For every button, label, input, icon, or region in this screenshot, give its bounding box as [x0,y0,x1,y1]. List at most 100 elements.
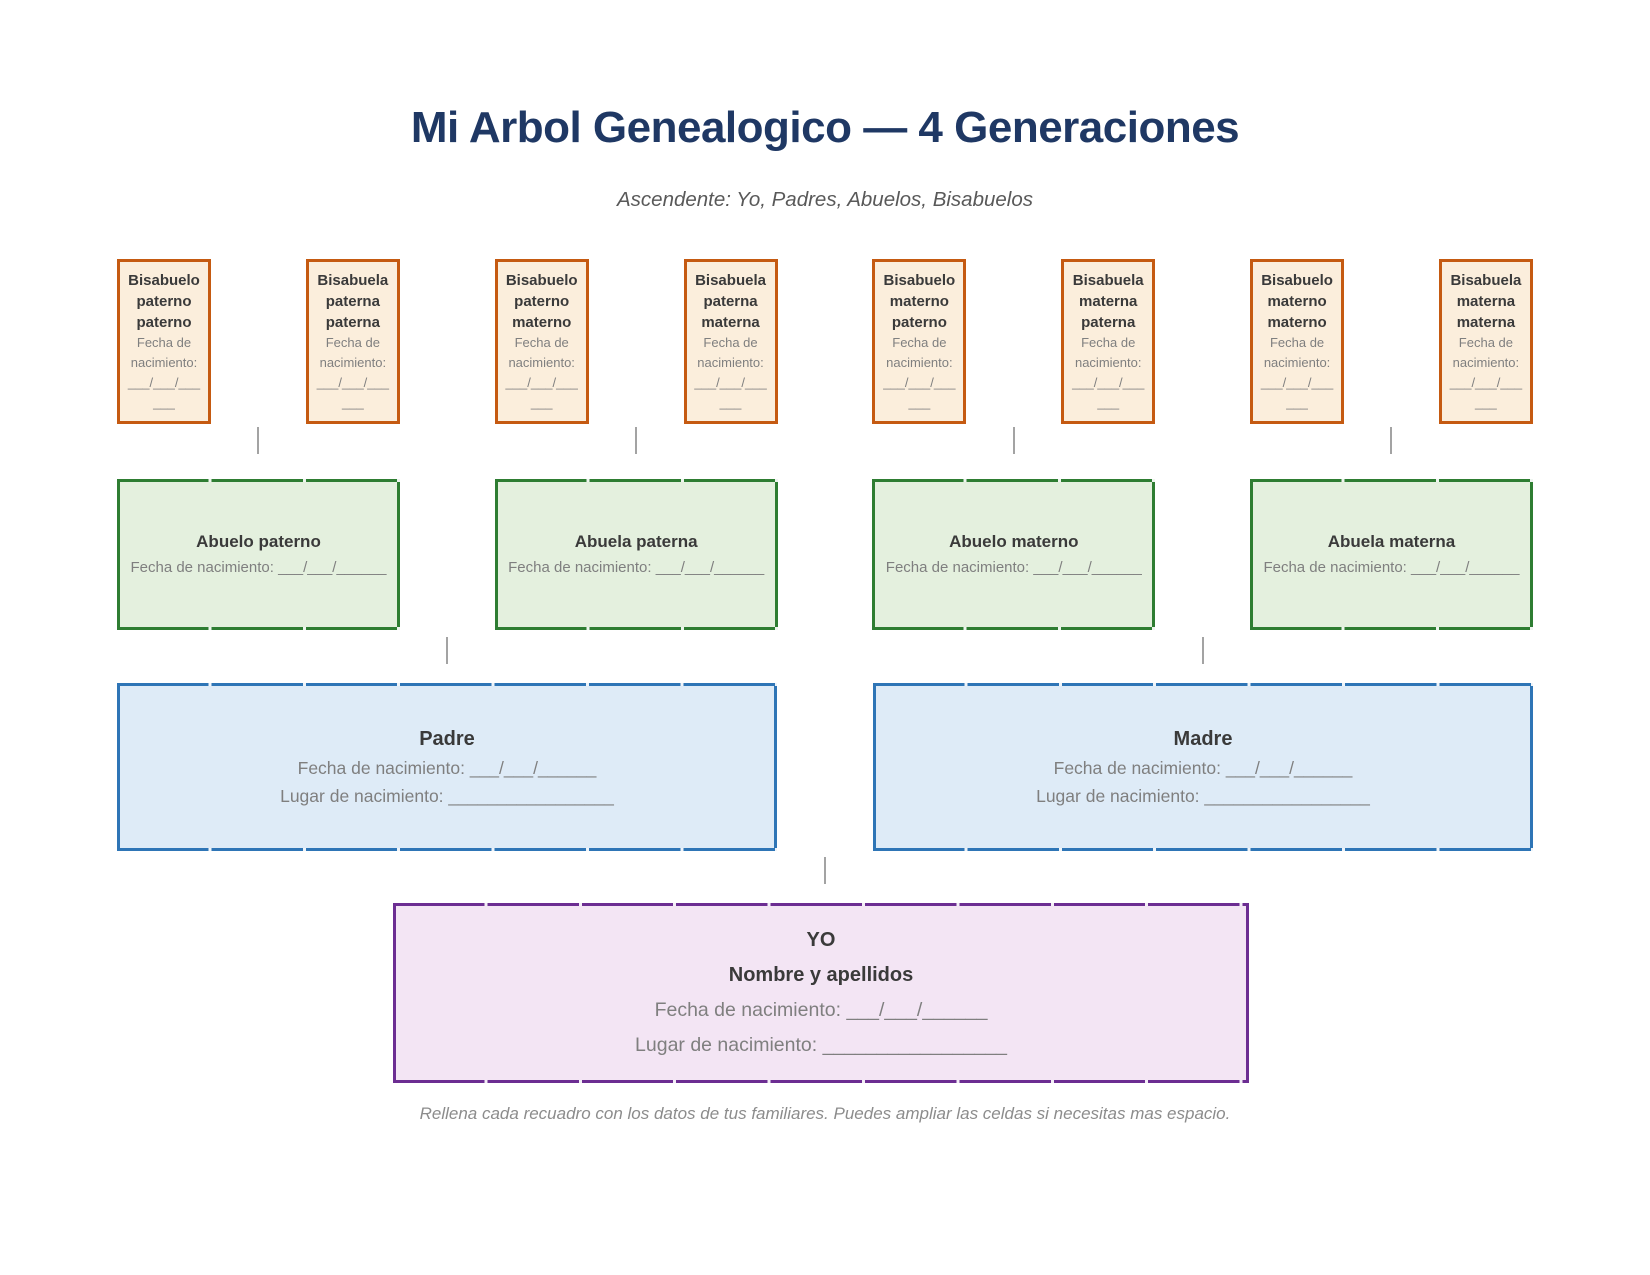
card-bisabuela-paterna-materna: Bisabuela paterna materna Fecha de nacim… [683,259,778,424]
card-name-line: paterno [891,314,947,331]
footer-instructions: Rellena cada recuadro con los datos de t… [419,1104,1231,1123]
birth-date-blank: ___ [341,395,364,410]
card-name: Abuela paterna [574,531,698,551]
bisabuelos-row: Bisabuelo paterno paterno Fecha de nacim… [117,259,1533,424]
card-bisabuela-paterna-paterna: Bisabuela paterna paterna Fecha de nacim… [305,259,400,424]
birth-date-label: Fecha de nacimiento: [1053,758,1221,778]
card-name-line: Bisabuela [1072,272,1144,289]
birth-date-blank: ___/___/___ [1449,375,1523,390]
birth-date-blank: ___/___/______ [655,558,765,576]
birth-place-label: Lugar de nacimiento: [280,786,444,806]
birth-date-blank: ___ [1475,395,1497,410]
birth-date-label: Fecha de nacimiento: [697,335,764,370]
card-name-line: materno [1267,314,1327,331]
birth-date-label: Fecha de nacimiento: [1452,335,1520,370]
card-padre: Padre Fecha de nacimiento: ___/___/_____… [117,683,777,851]
card-bisabuelo-materno-paterno: Bisabuelo materno paterno Fecha de nacim… [872,259,967,424]
birth-date-label: Fecha de nacimiento: [886,335,953,370]
birth-place-blank: _________________ [1204,786,1370,806]
yo-name-line: Nombre y apellidos [728,964,914,986]
birth-date-label: Fecha de nacimiento: [508,558,652,576]
birth-date-blank: ___ [719,395,742,410]
card-name: Madre [1173,728,1233,750]
birth-date-line: Fecha de nacimiento: ___/___/______ [1054,754,1353,782]
birth-date-blank: ___/___/______ [1411,558,1520,576]
tree-connector [824,857,826,884]
card-abuelo-materno: Abuelo materno Fecha de nacimiento: ___/… [872,479,1156,630]
card-name-line: materna [1456,314,1516,331]
birth-date-blank: ___/___/______ [1033,558,1142,576]
card-name: Abuela materna [1327,531,1456,551]
page-subtitle: Ascendente: Yo, Padres, Abuelos, Bisabue… [617,188,1033,211]
birth-date-blank: ___/___/___ [1260,375,1334,390]
birth-date-blank: ___ [908,395,931,410]
card-name: Abuelo materno [949,531,1079,551]
card-bisabuelo-materno-materno: Bisabuelo materno materno Fecha de nacim… [1250,259,1345,424]
card-name-line: materno [889,293,949,310]
padres-row: Padre Fecha de nacimiento: ___/___/_____… [117,683,1533,851]
card-name-line: paterna [703,293,758,310]
birth-place-line: Lugar de nacimiento: _________________ [280,782,614,810]
birth-place-label: Lugar de nacimiento: [1036,786,1200,806]
card-name-line: Bisabuela [695,272,766,289]
birth-date-blank: ___/___/___ [505,375,578,390]
birth-date-label: Fecha de nacimiento: [297,758,465,778]
birth-date-line: Fecha de nacimiento: ___/___/______ [130,556,386,580]
birth-date-line: Fecha de nacimiento: ___/___/______ [508,556,764,580]
birth-date-label: Fecha de nacimiento: [654,999,842,1021]
birth-place-label: Lugar de nacimiento: [635,1034,818,1056]
card-bisabuela-materna-paterna: Bisabuela materna paterna Fecha de nacim… [1061,259,1156,424]
birth-date-label: Fecha de nacimiento: [1074,335,1142,370]
card-name-line: materno [512,314,572,331]
tree-connector [257,427,259,454]
birth-date-label: Fecha de nacimiento: [885,558,1030,576]
birth-date-label: Fecha de nacimiento: [130,335,198,370]
card-name-line: Bisabuelo [883,272,956,289]
card-name-line: materno [1267,293,1327,310]
birth-date-blank: ___ [530,395,553,410]
birth-date-blank: ___/___/___ [316,375,389,390]
card-name-line: paterno [136,314,192,331]
card-name-line: paterno [136,293,192,310]
card-bisabuelo-paterno-materno: Bisabuelo paterno materno Fecha de nacim… [494,259,589,424]
tree-connector [1202,637,1204,664]
card-name-line: paterna [1081,314,1136,331]
card-name-line: paterna [325,293,380,310]
birth-date-label: Fecha de nacimiento: [508,335,575,370]
birth-date-label: Fecha de nacimiento: [319,335,387,370]
card-abuela-materna: Abuela materna Fecha de nacimiento: ___/… [1249,479,1533,630]
birth-date-line: Fecha de nacimiento: ___/___/______ [886,556,1142,580]
tree-connector [446,637,448,664]
tree-connector [1390,427,1392,454]
birth-place-blank: _________________ [448,786,614,806]
tree-connector [635,427,637,454]
card-name-line: Bisabuelo [1261,272,1333,289]
birth-date-line: Fecha de nacimiento: ___/___/______ [298,754,597,782]
card-name: Padre [419,728,475,750]
card-name-line: paterno [514,293,570,310]
birth-date-label: Fecha de nacimiento: [1263,335,1331,370]
card-name-line: Bisabuela [317,272,389,289]
birth-date-label: Fecha de nacimiento: [1263,558,1407,576]
birth-place-line: Lugar de nacimiento: _________________ [1036,782,1370,810]
card-name: YO [806,929,836,951]
birth-date-blank: ___/___/___ [1072,375,1145,390]
card-name: Abuelo paterno [196,531,321,551]
birth-date-line: Fecha de nacimiento: ___/___/______ [1263,556,1519,580]
birth-date-blank: ___/___/___ [127,375,201,390]
page-title: Mi Arbol Genealogico — 4 Generaciones [410,103,1240,152]
card-name-line: Bisabuela [1450,272,1522,289]
birth-place-line: Lugar de nacimiento: _________________ [635,1028,1007,1063]
birth-date-blank: ___/___/______ [278,558,387,576]
tree-connector [1013,427,1015,454]
card-bisabuela-materna-materna: Bisabuela materna materna Fecha de nacim… [1438,259,1533,424]
birth-date-blank: ___/___/______ [469,758,597,778]
card-bisabuelo-paterno-paterno: Bisabuelo paterno paterno Fecha de nacim… [117,259,211,424]
birth-date-blank: ___/___/___ [883,375,956,390]
card-name-line: Bisabuelo [505,272,578,289]
birth-date-blank: ___ [1097,395,1120,410]
card-name-line: materna [1079,293,1138,310]
birth-date-line: Fecha de nacimiento: ___/___/______ [655,993,988,1028]
card-abuelo-paterno: Abuelo paterno Fecha de nacimiento: ___/… [117,479,400,630]
